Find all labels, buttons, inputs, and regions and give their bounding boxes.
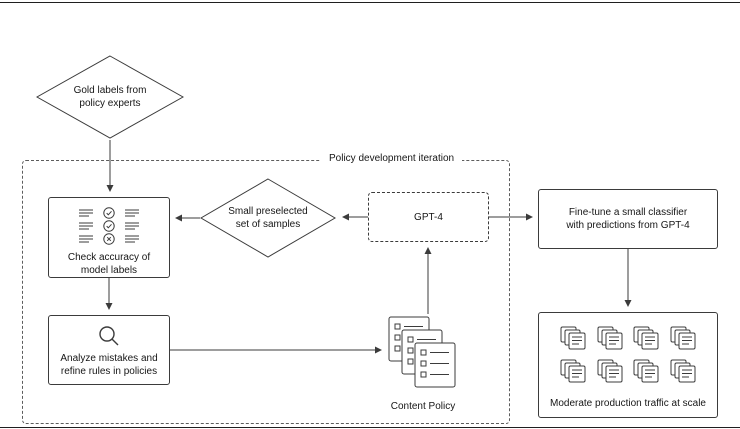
node-gpt4: GPT-4 [368, 192, 489, 242]
diamond-shape [36, 55, 184, 139]
top-divider [0, 2, 740, 3]
finetune-text: Fine-tune a small classifier with predic… [566, 207, 690, 231]
magnifier-icon [99, 326, 119, 346]
node-check-accuracy: Check accuracy of model labels [48, 197, 170, 278]
node-analyze: Analyze mistakes and refine rules in pol… [48, 315, 170, 385]
document-stack-icon [597, 359, 623, 383]
policy-iteration-container: Policy development iteration [22, 153, 510, 424]
moderate-text: Moderate production traffic at scale [549, 398, 706, 409]
document-stack-icon [670, 359, 696, 383]
node-samples: Small preselected set of samples [200, 178, 336, 258]
policy-iteration-label: Policy development iteration [321, 153, 463, 164]
gpt4-text: GPT-4 [414, 211, 443, 223]
content-policy-text: Content Policy [390, 401, 456, 412]
diamond-shape [200, 178, 336, 258]
document-stack-icon [560, 359, 586, 383]
document-stack-icon [633, 326, 659, 350]
node-moderate: Moderate production traffic at scale [538, 312, 718, 418]
analyze-text: Analyze mistakes and refine rules in pol… [60, 353, 158, 377]
moderate-icon-grid [539, 313, 717, 383]
node-finetune: Fine-tune a small classifier with predic… [538, 189, 718, 249]
document-stack-icon [560, 326, 586, 350]
gold-labels-text: Gold labels from policy experts [73, 85, 147, 109]
node-gold-labels: Gold labels from policy experts [36, 55, 184, 139]
label-accuracy-icons [79, 207, 139, 245]
document-stack-icon [670, 326, 696, 350]
check-accuracy-text: Check accuracy of model labels [67, 252, 151, 276]
document-stack-icon [388, 316, 456, 388]
document-stack-icon [633, 359, 659, 383]
content-policy-stack [388, 316, 458, 393]
document-stack-icon [597, 326, 623, 350]
samples-text: Small preselected set of samples [228, 206, 308, 230]
bottom-divider [0, 427, 740, 428]
